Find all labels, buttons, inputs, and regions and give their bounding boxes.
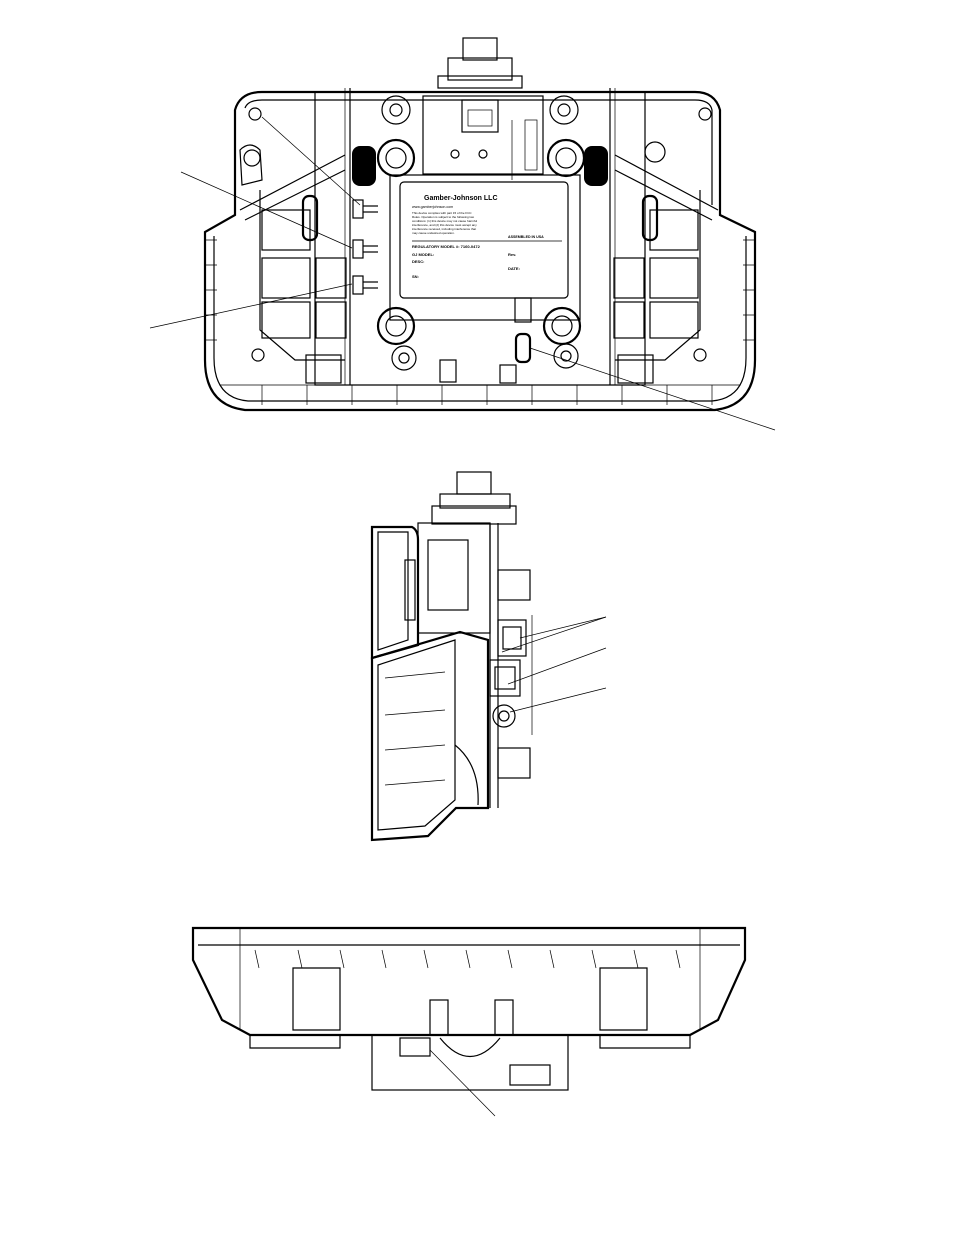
label-notice-4: interference, and (2) this device must a… (412, 223, 477, 227)
latch (305, 297, 654, 384)
side-view (370, 471, 607, 842)
bottom-view (191, 926, 747, 1117)
mounting-bosses (243, 95, 712, 371)
product-label: Gamber-Johnson LLC www.gamberjohnson.com… (389, 174, 581, 321)
rib-row (220, 384, 740, 405)
label-sn: SN: (412, 274, 419, 279)
label-notice-2: Rules. Operation is subject to the follo… (412, 215, 475, 219)
leader-line (261, 116, 361, 206)
leader-line (429, 1049, 496, 1117)
label-company: Gamber-Johnson LLC (424, 195, 498, 202)
label-regulatory-model: REGULATORY MODEL #: 7160-0472 (412, 244, 481, 249)
label-gj-model: GJ MODEL: (412, 252, 434, 257)
left-pins (352, 199, 378, 295)
left-pocket-grid (261, 194, 347, 339)
leader-line (149, 283, 353, 329)
leader-line (501, 616, 607, 653)
right-pocket-grid (613, 194, 699, 339)
label-date: DATE: (508, 266, 520, 271)
label-assembled: ASSEMBLED IN USA (508, 235, 544, 239)
leader-line (180, 171, 353, 249)
label-notice-5: interference received, including interfe… (412, 227, 476, 231)
leader-line (507, 647, 607, 685)
leader-line (529, 347, 776, 431)
label-notice-6: may cause undesired operation. (412, 231, 455, 235)
label-rev: Rev. (508, 252, 516, 257)
label-desc: DESC: (412, 259, 424, 264)
leader-line (519, 616, 607, 639)
leader-line (509, 687, 607, 713)
rear-view: Gamber-Johnson LLC www.gamberjohnson.com… (149, 37, 776, 431)
label-notice-1: This device complies with part 15 of the… (412, 211, 472, 215)
label-website: www.gamberjohnson.com (412, 205, 453, 209)
top-connector (422, 37, 544, 180)
label-notice-3: conditions: (1) this device may not caus… (412, 219, 477, 223)
